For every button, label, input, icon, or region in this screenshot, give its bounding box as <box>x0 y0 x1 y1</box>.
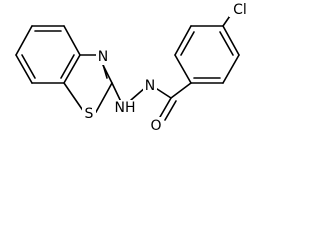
atom-chlorine: Cl <box>229 1 251 18</box>
atom-sulfur: S <box>82 105 96 122</box>
chlorophenyl-ring <box>174 12 240 84</box>
atom-ring-nitrogen-label: N <box>98 49 108 65</box>
atom-hydrazide-nh: NH <box>111 100 139 116</box>
atom-carbonyl-oxygen: O <box>148 117 164 134</box>
atom-amide-nitrogen: N <box>143 78 157 94</box>
atom-amide-nitrogen-label: N <box>145 78 155 94</box>
fused-benzene-ring <box>15 25 81 84</box>
chemical-structure-diagram: S N NH N Cl O <box>15 1 251 134</box>
atom-chlorine-label: Cl <box>233 2 247 18</box>
atom-carbonyl-oxygen-label: O <box>150 118 161 134</box>
atom-sulfur-label: S <box>85 106 94 122</box>
atom-ring-nitrogen: N <box>96 49 110 65</box>
atom-hydrazide-nh-label: NH <box>115 100 136 116</box>
